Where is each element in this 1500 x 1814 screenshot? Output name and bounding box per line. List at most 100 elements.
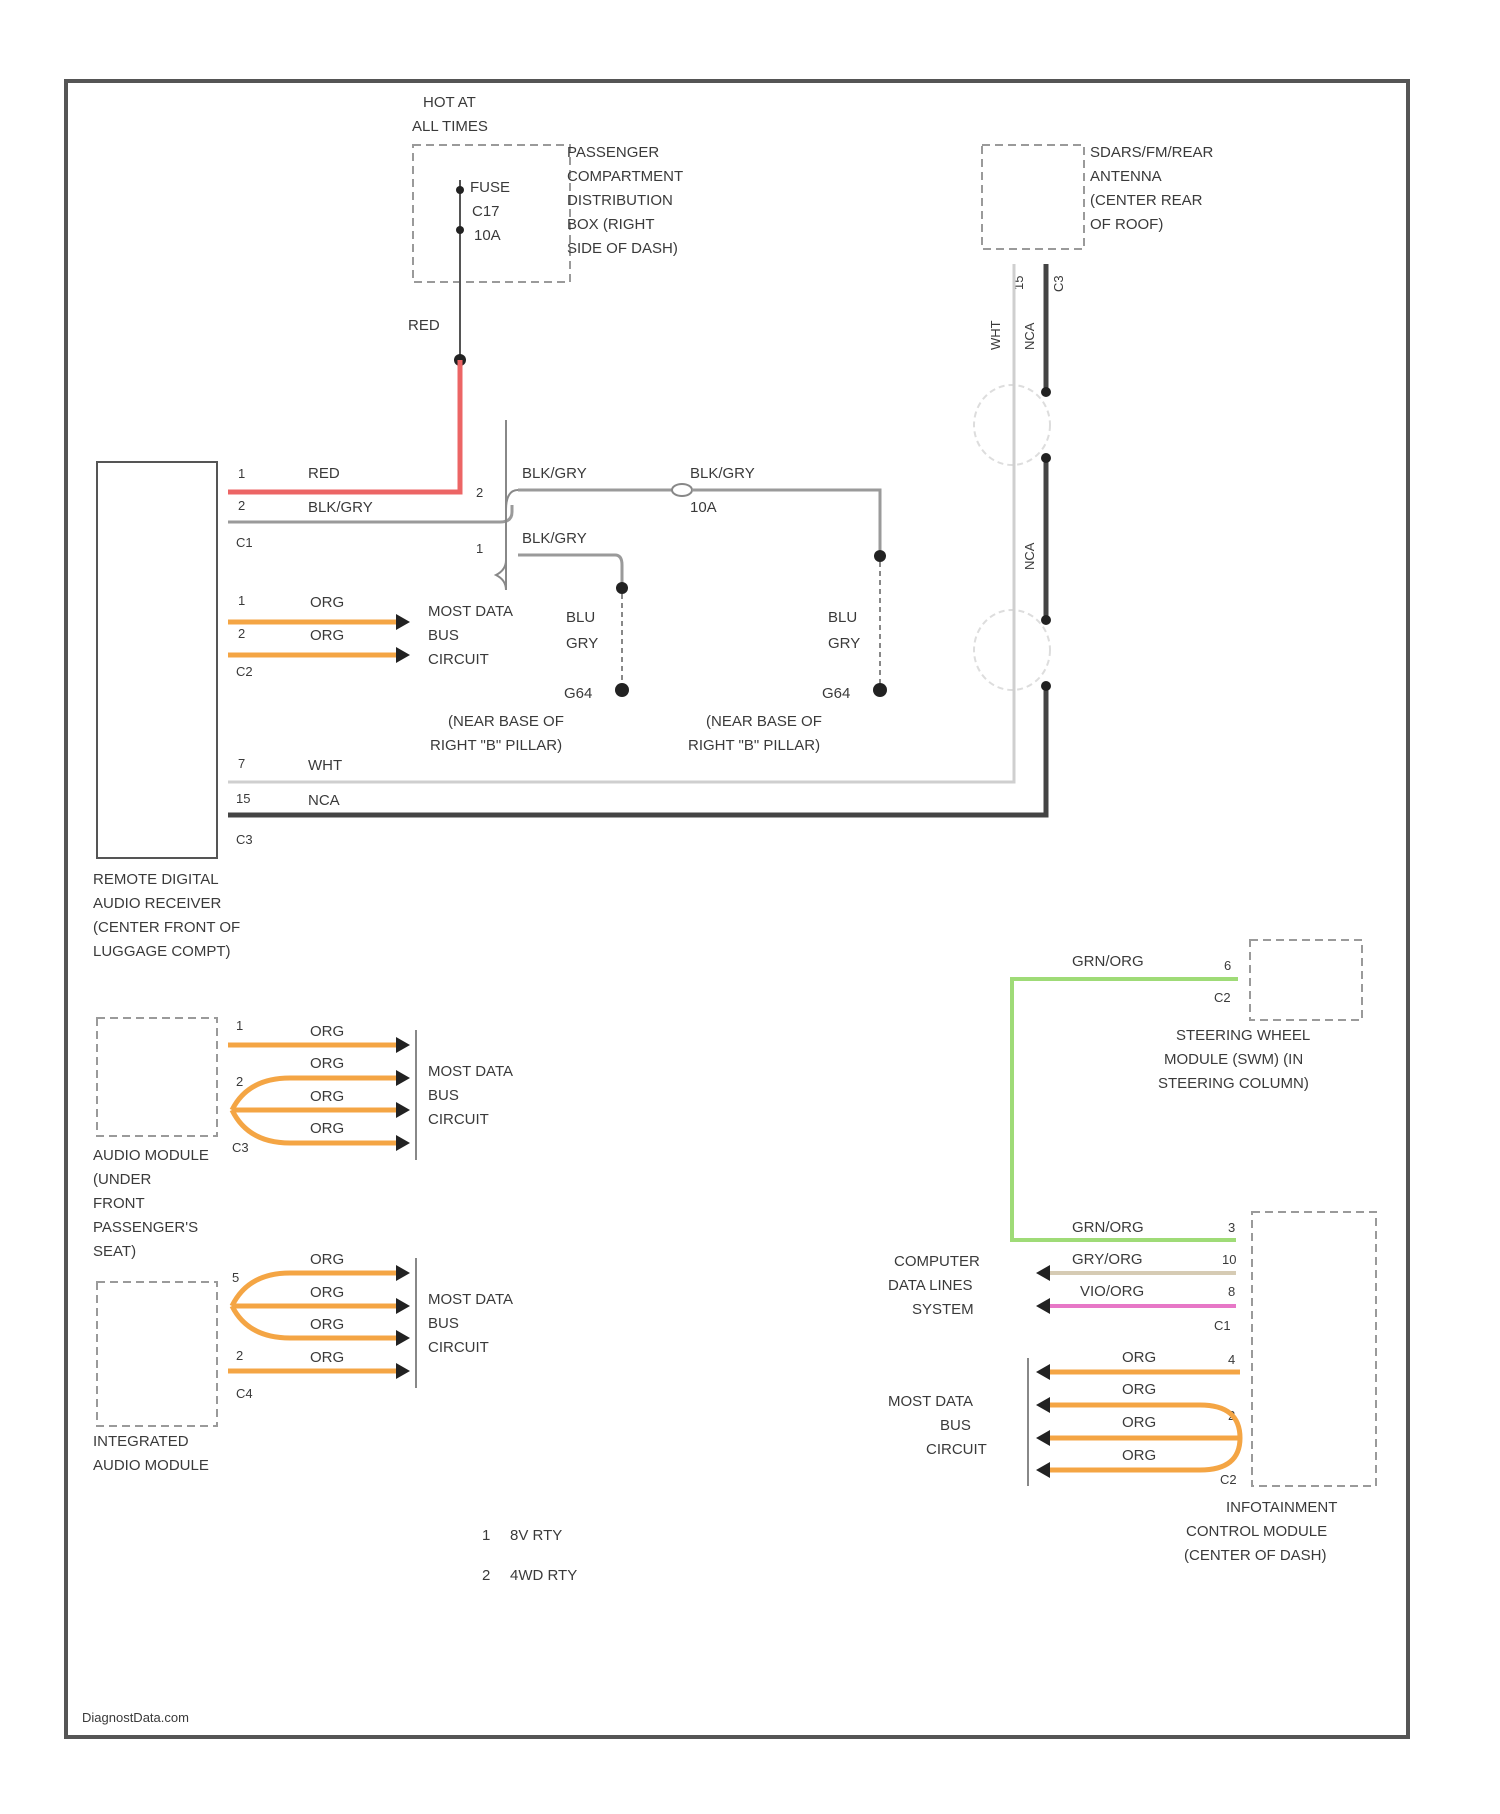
receiver-desc-3: LUGGAGE COMPT) bbox=[93, 943, 231, 960]
c3-wire1: WHT bbox=[308, 757, 342, 774]
fuse-dot-bottom bbox=[456, 226, 464, 234]
fuse-label-2: C17 bbox=[472, 203, 500, 220]
g1-dot-bottom bbox=[615, 683, 629, 697]
audio-module-pin-mid: 2 bbox=[236, 1074, 243, 1089]
g1-loc-2: RIGHT "B" PILLAR) bbox=[430, 737, 562, 754]
legend-t1: 8V RTY bbox=[510, 1527, 562, 1544]
infotainment-org-1: ORG bbox=[1122, 1381, 1156, 1398]
integrated-module-wire-3: ORG bbox=[310, 1349, 344, 1366]
steering-module-desc-2: STEERING COLUMN) bbox=[1158, 1075, 1309, 1092]
infotainment-wire-2: GRY/ORG bbox=[1072, 1251, 1143, 1268]
integrated-module-desc-0: INTEGRATED bbox=[93, 1433, 189, 1450]
fuse-wire-red-label: RED bbox=[408, 317, 440, 334]
g2-pin1: BLU bbox=[828, 609, 857, 626]
receiver-box bbox=[97, 462, 217, 858]
fuse-label-1: FUSE bbox=[470, 179, 510, 196]
legend-t2: 4WD RTY bbox=[510, 1567, 577, 1584]
audio-module-desc-2: FRONT bbox=[93, 1195, 145, 1212]
c1-wire2: BLK/GRY bbox=[308, 499, 373, 516]
infotainment-pin-d: 4 bbox=[1228, 1352, 1235, 1367]
g1-pin1: BLU bbox=[566, 609, 595, 626]
hot-label-2: ALL TIMES bbox=[412, 118, 488, 135]
wire-lower-label: BLK/GRY bbox=[522, 530, 587, 547]
coax-dot-1 bbox=[1041, 387, 1051, 397]
antenna-wire-nca-2: NCA bbox=[1022, 542, 1037, 570]
infotainment-org-3: ORG bbox=[1122, 1447, 1156, 1464]
coax-dot-3 bbox=[1041, 615, 1051, 625]
fuse-label-3: 10A bbox=[474, 227, 501, 244]
steering-module-desc-1: MODULE (SWM) (IN bbox=[1164, 1051, 1303, 1068]
g2-pin2: GRY bbox=[828, 635, 860, 652]
antenna-desc-0: SDARS/FM/REAR bbox=[1090, 144, 1214, 161]
c1-conn: C1 bbox=[236, 535, 253, 550]
g2-dot-bottom bbox=[873, 683, 887, 697]
infotainment-conn-c2: C2 bbox=[1220, 1472, 1237, 1487]
fuse-box-desc-0: PASSENGER bbox=[567, 144, 659, 161]
audio-module-desc-0: AUDIO MODULE bbox=[93, 1147, 209, 1164]
c3-conn: C3 bbox=[236, 832, 253, 847]
steering-module-desc-0: STEERING WHEEL bbox=[1176, 1027, 1310, 1044]
fuse-box-desc-3: BOX (RIGHT bbox=[567, 216, 655, 233]
receiver-most-2: BUS bbox=[428, 627, 459, 644]
infotainment-wire-top: GRN/ORG bbox=[1072, 1219, 1144, 1236]
infotainment-most-3: CIRCUIT bbox=[926, 1441, 987, 1458]
integrated-module-conn: C4 bbox=[236, 1386, 253, 1401]
integrated-module-outline bbox=[97, 1282, 217, 1426]
audio-module-outline bbox=[97, 1018, 217, 1136]
hot-label-1: HOT AT bbox=[423, 94, 476, 111]
integrated-module-desc-1: AUDIO MODULE bbox=[93, 1457, 209, 1474]
audio-module-most-2: BUS bbox=[428, 1087, 459, 1104]
infotainment-org-0: ORG bbox=[1122, 1349, 1156, 1366]
infotainment-pin-b: 10 bbox=[1222, 1252, 1236, 1267]
c1-pin1: 1 bbox=[238, 466, 245, 481]
diagram-frame bbox=[66, 81, 1408, 1737]
audio-module-wire-1: ORG bbox=[310, 1055, 344, 1072]
integrated-module-pin-mid: 2 bbox=[236, 1348, 243, 1363]
cdl-label-2: DATA LINES bbox=[888, 1277, 972, 1294]
watermark: DiagnostData.com bbox=[82, 1710, 189, 1725]
infotainment-wire-3: VIO/ORG bbox=[1080, 1283, 1144, 1300]
infotainment-conn-c1: C1 bbox=[1214, 1318, 1231, 1333]
infotainment-pin-c: 8 bbox=[1228, 1284, 1235, 1299]
c2-conn: C2 bbox=[236, 664, 253, 679]
steering-module-outline bbox=[1250, 940, 1362, 1020]
g1-name: G64 bbox=[564, 685, 592, 702]
fuse-box-desc-1: COMPARTMENT bbox=[567, 168, 683, 185]
coax-dot-4 bbox=[1041, 681, 1051, 691]
integrated-module-pin-top: 5 bbox=[232, 1270, 239, 1285]
antenna-outline bbox=[982, 145, 1084, 249]
receiver-most-1: MOST DATA bbox=[428, 603, 513, 620]
c3-wire2: NCA bbox=[308, 792, 340, 809]
infotainment-desc-1: CONTROL MODULE bbox=[1186, 1523, 1327, 1540]
infotainment-org-2: ORG bbox=[1122, 1414, 1156, 1431]
g2-loc-2: RIGHT "B" PILLAR) bbox=[688, 737, 820, 754]
integrated-module-most-1: MOST DATA bbox=[428, 1291, 513, 1308]
audio-module-pin-low: C3 bbox=[232, 1140, 249, 1155]
g1-pin2: GRY bbox=[566, 635, 598, 652]
wire-top-label-b: BLK/GRY bbox=[690, 465, 755, 482]
infotainment-outline bbox=[1252, 1212, 1376, 1486]
audio-module-pin-top: 1 bbox=[236, 1018, 243, 1033]
legend-n2: 2 bbox=[482, 1567, 490, 1584]
audio-module-wire-2: ORG bbox=[310, 1088, 344, 1105]
audio-module-wire-0: ORG bbox=[310, 1023, 344, 1040]
integrated-module-most-2: BUS bbox=[428, 1315, 459, 1332]
c2-wire2: ORG bbox=[310, 627, 344, 644]
audio-module-most-1: MOST DATA bbox=[428, 1063, 513, 1080]
antenna-wire-wht: WHT bbox=[988, 320, 1003, 350]
antenna-desc-3: OF ROOF) bbox=[1090, 216, 1163, 233]
audio-module-desc-4: SEAT) bbox=[93, 1243, 136, 1260]
antenna-desc-1: ANTENNA bbox=[1090, 168, 1162, 185]
c1-pin2: 2 bbox=[238, 498, 245, 513]
receiver-most-3: CIRCUIT bbox=[428, 651, 489, 668]
audio-module-most-3: CIRCUIT bbox=[428, 1111, 489, 1128]
legend-n1: 1 bbox=[482, 1527, 490, 1544]
coax-dot-2 bbox=[1041, 453, 1051, 463]
cdl-label-3: SYSTEM bbox=[912, 1301, 974, 1318]
antenna-pin-right: C3 bbox=[1051, 275, 1066, 292]
c2-pin1: 1 bbox=[238, 593, 245, 608]
fuse-dot-top bbox=[456, 186, 464, 194]
g1-dot-top bbox=[616, 582, 628, 594]
receiver-desc-0: REMOTE DIGITAL bbox=[93, 871, 219, 888]
